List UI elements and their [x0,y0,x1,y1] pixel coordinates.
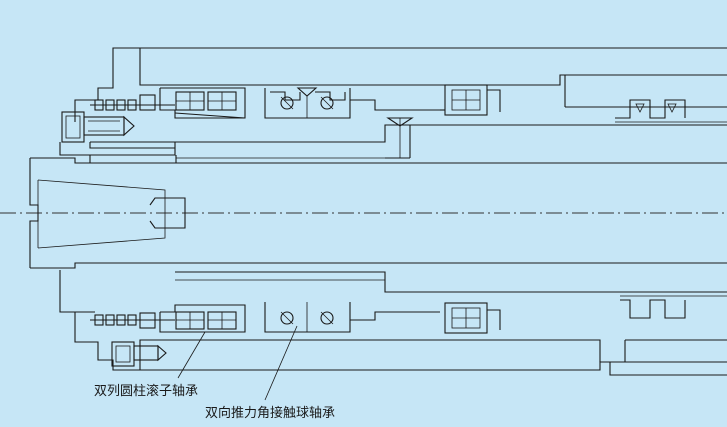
rear-seal-bottom [620,295,727,319]
cylindrical-bearing-bottom [159,304,246,333]
rear-bearing-bottom [444,302,501,334]
inner-sleeve-bottom [175,271,727,293]
label-double-direction-angular-contact-thrust-bearing: 双向推力角接触球轴承 [205,406,336,421]
lock-nuts-top [90,94,175,111]
label-double-row-cylindrical-roller-bearing: 双列圆柱滚子轴承 [94,384,199,399]
rear-bearing-top [440,84,501,116]
thrust-bearing-bottom [264,302,440,333]
rear-seal-top [615,99,727,123]
leader-line-thrust [264,325,298,401]
thrust-bearing-top [264,87,440,119]
inner-sleeve-top [175,117,727,159]
housing-top [74,47,727,122]
spindle-shaft [29,155,727,273]
lock-nuts-bottom [90,312,175,329]
front-cover-bottom [59,270,167,367]
front-cover-top [59,111,176,156]
housing-bottom [74,312,727,376]
cylindrical-bearing-top [159,87,246,119]
leader-line-cylindrical [177,331,206,379]
